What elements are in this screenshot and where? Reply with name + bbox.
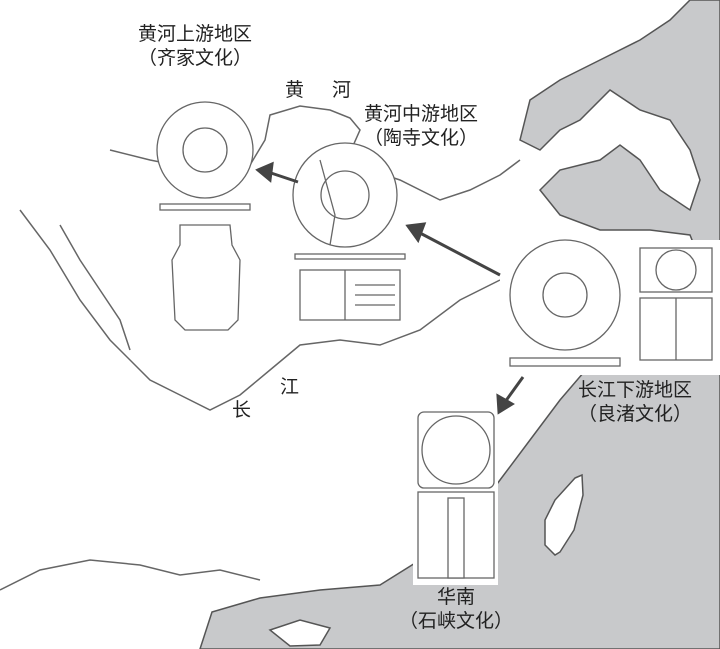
taiwan-island bbox=[544, 473, 584, 556]
label-yellow-river-upper: 黄河上游地区 （齐家文化） bbox=[138, 22, 252, 70]
label-south-china: 华南 （石峡文化） bbox=[392, 585, 520, 633]
qijia-artifacts bbox=[156, 101, 254, 331]
liangzhu-artifacts bbox=[500, 239, 720, 375]
region-name: 黄河上游地区 bbox=[138, 23, 253, 45]
region-name: 黄河中游地区 bbox=[364, 103, 479, 125]
culture-name: （石峡文化） bbox=[398, 610, 513, 632]
culture-name: （陶寺文化） bbox=[364, 127, 479, 149]
culture-name: （齐家文化） bbox=[138, 47, 253, 69]
river-label: 河 bbox=[332, 79, 352, 101]
label-yellow-river-middle: 黄河中游地区 （陶寺文化） bbox=[364, 102, 478, 150]
arrow-to-shixia bbox=[503, 376, 525, 403]
sea bbox=[199, 0, 720, 649]
diffusion-arrows bbox=[255, 161, 525, 415]
yangtze-river bbox=[19, 209, 501, 411]
culture-name: （良渚文化） bbox=[578, 403, 693, 425]
river-label: 江 bbox=[280, 376, 300, 398]
shixia-artifacts bbox=[413, 405, 498, 585]
island bbox=[268, 619, 332, 647]
region-name: 华南 bbox=[436, 586, 475, 608]
arrow-to-qijia bbox=[267, 170, 299, 184]
label-yangtze-lower: 长江下游地区 （良渚文化） bbox=[578, 378, 692, 426]
river-label: 黄 bbox=[285, 79, 305, 101]
coast-lower bbox=[0, 559, 261, 591]
arrow-to-taosi bbox=[419, 231, 501, 277]
region-name: 长江下游地区 bbox=[578, 379, 693, 401]
taosi-artifacts bbox=[292, 142, 406, 321]
river-label: 长 bbox=[232, 399, 252, 421]
river-branch bbox=[59, 224, 131, 351]
